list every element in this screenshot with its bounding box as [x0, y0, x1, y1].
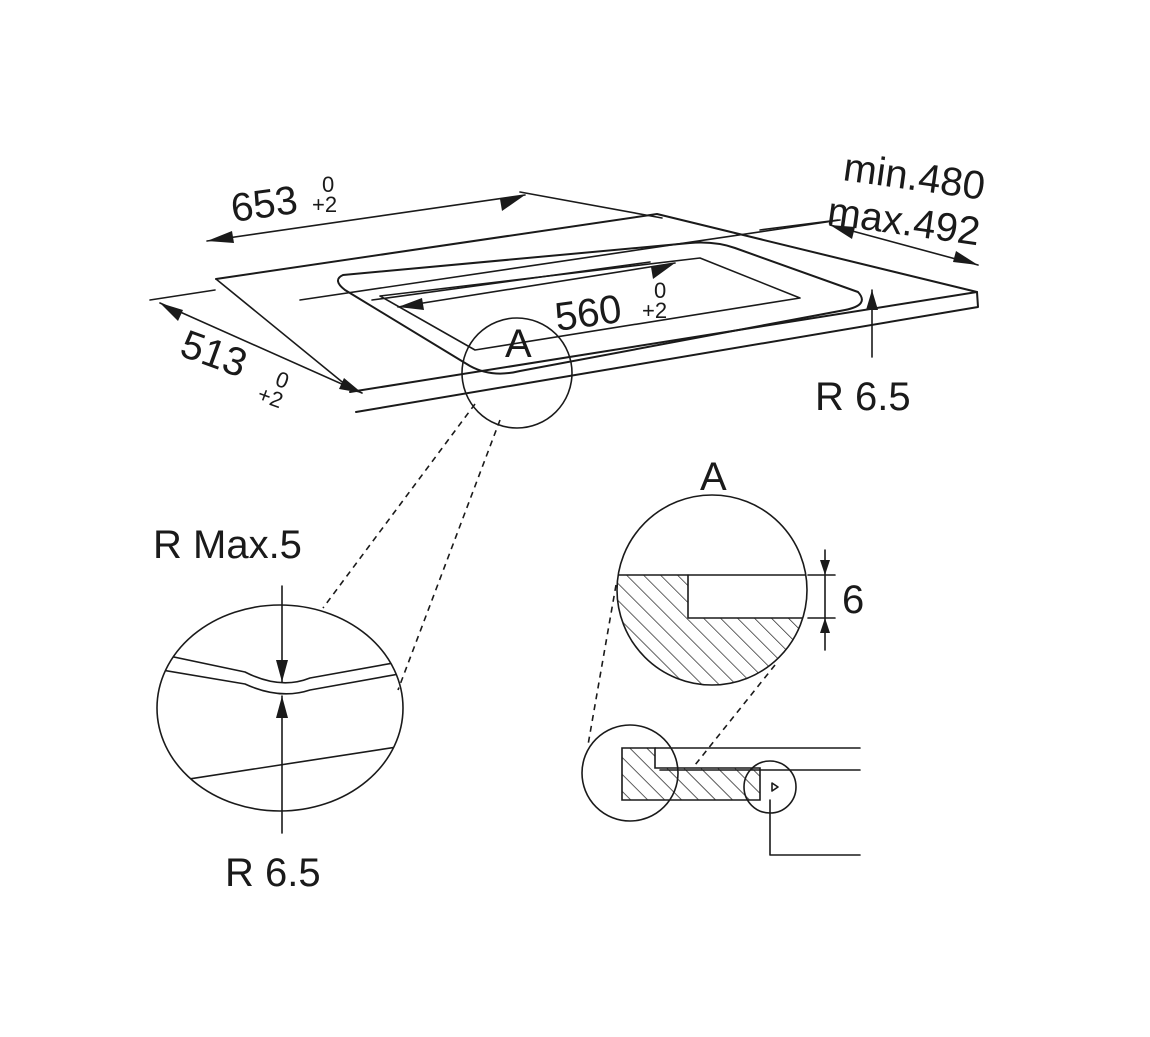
- detail-a-marker: A: [322, 317, 573, 691]
- corner-outer-edge: [157, 651, 403, 684]
- worktop-top-outline: [215, 213, 978, 393]
- dim-560-value: 560: [552, 287, 624, 340]
- cutout-inner-step-2: [371, 261, 651, 301]
- worktop-back-line: [299, 219, 841, 301]
- callout-radius-top: R 6.5: [815, 289, 911, 419]
- dim-653-tol-lower: +2: [312, 192, 337, 217]
- radius-detail-label: R 6.5: [225, 851, 321, 895]
- dimension-513: 513 0 +2: [149, 289, 363, 413]
- dimension-653: 653 0 +2: [206, 172, 663, 243]
- dim-560-tol-upper: 0: [654, 278, 666, 303]
- corner-detail-enlargement: R Max.5 R 6.5: [153, 523, 404, 895]
- leader-line-1: [322, 403, 476, 609]
- dim-653-tol-upper: 0: [322, 172, 334, 197]
- radius-top-label: R 6.5: [815, 375, 911, 419]
- detail-a-circle: [461, 317, 573, 429]
- enlargement-ellipse: [156, 604, 404, 812]
- cutout-inner-step: [379, 257, 801, 351]
- dim-560-tol-lower: +2: [642, 298, 667, 323]
- dim-513-value: 513: [175, 322, 253, 386]
- section-a-label: A: [700, 455, 727, 499]
- worktop-left-edge: [215, 278, 353, 391]
- dimension-560: 560 0 +2: [397, 262, 676, 340]
- cutout-outer-edge: [337, 241, 863, 375]
- worktop-lower-edge: [157, 744, 403, 786]
- dim-653-value: 653: [228, 178, 300, 231]
- worktop-3d-view: [215, 213, 979, 413]
- worktop-cross-section: [581, 724, 861, 856]
- leader-section-1: [587, 584, 617, 746]
- section-a-detail: A 6: [587, 455, 864, 766]
- worktop-front-edge: [355, 291, 979, 413]
- corner-inner-edge: [157, 667, 403, 695]
- leader-line-2: [397, 419, 501, 691]
- step-height-label: 6: [842, 578, 864, 622]
- detail-a-label: A: [505, 322, 532, 366]
- radius-max-label: R Max.5: [153, 523, 302, 567]
